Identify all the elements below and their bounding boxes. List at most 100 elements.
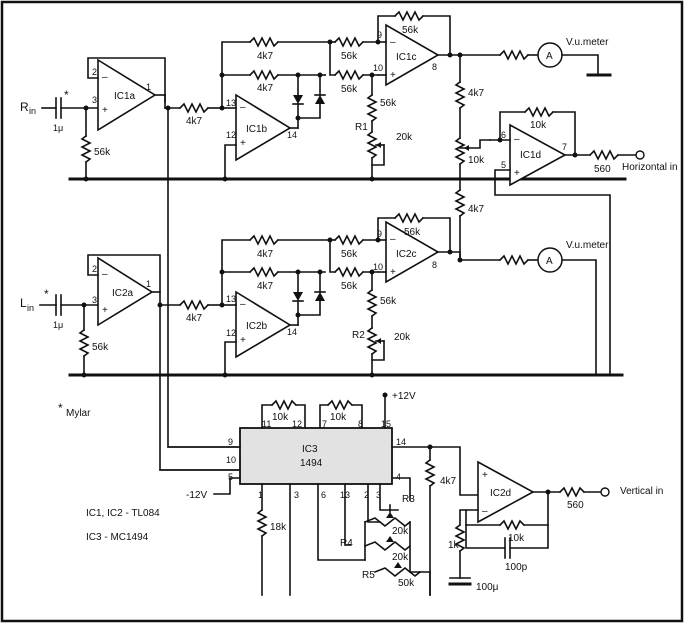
svg-text:Horizontal in: Horizontal in <box>622 162 678 173</box>
svg-text:11: 11 <box>262 419 271 429</box>
svg-text:–: – <box>102 72 108 83</box>
svg-text:IC1b: IC1b <box>246 124 268 135</box>
svg-text:+: + <box>482 470 488 481</box>
svg-text:3: 3 <box>92 95 97 105</box>
right-input-label: R in <box>20 100 36 116</box>
svg-text:56k: 56k <box>341 281 358 292</box>
diode-d3 <box>293 292 303 301</box>
svg-text:–: – <box>390 37 396 48</box>
svg-text:8: 8 <box>432 260 437 270</box>
svg-text:2: 2 <box>92 67 97 77</box>
svg-text:R2: R2 <box>352 330 365 341</box>
svg-text:2: 2 <box>364 490 369 500</box>
svg-text:in: in <box>27 303 34 313</box>
svg-text:3: 3 <box>92 295 97 305</box>
svg-text:50k: 50k <box>398 578 415 589</box>
svg-text:IC2d: IC2d <box>490 488 511 499</box>
diode-d1 <box>293 95 303 104</box>
svg-text:8: 8 <box>432 62 437 72</box>
svg-text:6: 6 <box>321 490 326 500</box>
svg-text:14: 14 <box>396 437 406 447</box>
svg-text:V.u.meter: V.u.meter <box>566 240 609 251</box>
svg-text:4k7: 4k7 <box>257 83 274 94</box>
svg-text:7: 7 <box>322 419 327 429</box>
svg-text:4k7: 4k7 <box>440 476 457 487</box>
svg-text:1494: 1494 <box>300 458 323 469</box>
svg-text:13: 13 <box>226 294 236 304</box>
svg-text:+: + <box>102 105 108 116</box>
opamp-ic2d <box>477 460 535 524</box>
svg-text:4k7: 4k7 <box>468 204 485 215</box>
svg-text:2: 2 <box>92 264 97 274</box>
svg-text:–: – <box>514 134 520 145</box>
vertical-out-terminal <box>600 487 610 497</box>
svg-text:R1: R1 <box>355 122 368 133</box>
svg-text:IC2b: IC2b <box>246 321 268 332</box>
svg-text:560: 560 <box>567 500 584 511</box>
svg-text:3: 3 <box>376 490 381 500</box>
svg-text:56k: 56k <box>92 342 109 353</box>
svg-text:R3: R3 <box>402 494 415 505</box>
note-ic1-ic2: IC1, IC2 - TL084 <box>86 508 160 519</box>
opamp-ic2b <box>235 290 292 359</box>
svg-text:9: 9 <box>377 229 382 239</box>
svg-text:5: 5 <box>501 160 506 170</box>
svg-text:560: 560 <box>594 164 611 175</box>
svg-text:+: + <box>390 70 396 81</box>
svg-text:+12V: +12V <box>392 391 416 402</box>
svg-text:18k: 18k <box>270 522 287 533</box>
svg-text:1: 1 <box>146 279 151 289</box>
diode-d2 <box>315 95 325 104</box>
svg-text:5: 5 <box>228 472 233 482</box>
svg-text:4k7: 4k7 <box>257 281 274 292</box>
opamp-ic1c <box>385 23 440 87</box>
svg-text:IC1d: IC1d <box>520 150 541 161</box>
svg-text:13: 13 <box>226 98 236 108</box>
svg-text:6: 6 <box>501 130 506 140</box>
svg-text:4: 4 <box>396 472 401 482</box>
opamp-ic1d <box>509 123 567 187</box>
svg-text:-12V: -12V <box>186 490 207 501</box>
svg-text:10: 10 <box>373 262 383 272</box>
svg-text:10k: 10k <box>272 412 289 423</box>
svg-text:56k: 56k <box>341 51 358 62</box>
diode-d4 <box>315 292 325 301</box>
multiplier-ic3 <box>239 427 393 485</box>
opamp-ic2a <box>97 256 154 327</box>
svg-text:56k: 56k <box>402 25 419 36</box>
svg-text:4k7: 4k7 <box>186 313 203 324</box>
svg-text:A: A <box>546 51 553 62</box>
svg-text:in: in <box>29 106 36 116</box>
svg-text:10k: 10k <box>468 155 485 166</box>
svg-text:8: 8 <box>358 419 363 429</box>
svg-text:10k: 10k <box>508 533 525 544</box>
svg-text:–: – <box>240 102 246 113</box>
svg-text:9: 9 <box>377 30 382 40</box>
svg-text:10: 10 <box>373 63 383 73</box>
svg-text:IC2c: IC2c <box>396 249 417 260</box>
opamp-ic1b <box>235 93 292 162</box>
svg-text:1μ: 1μ <box>53 320 63 330</box>
svg-text:12: 12 <box>292 419 302 429</box>
svg-text:9: 9 <box>228 437 233 447</box>
svg-text:1k: 1k <box>448 540 460 551</box>
svg-text:4k7: 4k7 <box>257 51 274 62</box>
svg-text:100p: 100p <box>505 562 528 573</box>
svg-text:IC1c: IC1c <box>396 52 417 63</box>
svg-text:7: 7 <box>562 142 567 152</box>
horizontal-out-terminal <box>635 150 645 160</box>
svg-text:+: + <box>390 267 396 278</box>
svg-text:20k: 20k <box>394 332 411 343</box>
svg-text:56k: 56k <box>341 249 358 260</box>
svg-text:56k: 56k <box>94 147 111 158</box>
svg-text:*: * <box>64 88 69 102</box>
svg-text:100μ: 100μ <box>476 582 499 593</box>
svg-text:4k7: 4k7 <box>468 88 485 99</box>
svg-text:12: 12 <box>226 130 236 140</box>
svg-text:10: 10 <box>226 455 236 465</box>
svg-text:10k: 10k <box>530 120 547 131</box>
svg-text:1μ: 1μ <box>53 123 63 133</box>
svg-text:3: 3 <box>294 490 299 500</box>
